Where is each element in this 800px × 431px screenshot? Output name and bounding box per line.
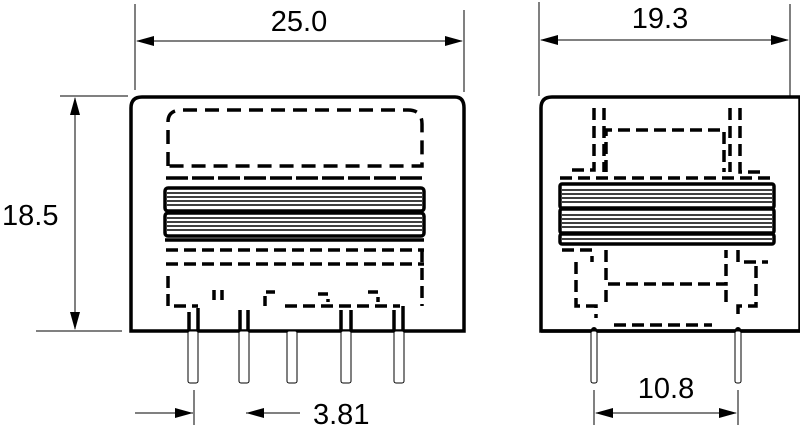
pin-body [286,330,298,384]
side-body-outline [539,95,800,333]
pin-body [590,330,598,384]
upper-winding-box [604,128,726,172]
side-core-laminations [558,182,776,246]
lower-left-bobbin-top [562,248,594,262]
lower-right-bobbin-top [736,250,768,264]
arrowhead-right [771,35,789,45]
arrowhead-left [540,35,558,45]
dimension-height-front: 18.5 [2,95,128,332]
front-view: 25.0 18.5 [2,4,466,431]
lower-winding-outline [166,250,424,308]
lower-left-terminal-outline [574,262,598,318]
arrowhead-bottom [70,312,80,330]
pin-body [187,330,199,384]
terminal-lead-outlines [212,288,380,306]
pin-body [734,330,742,384]
dimension-label-pin-spacing: 10.8 [638,373,694,405]
lower-right-terminal-outline [736,266,758,318]
arrowhead-right [445,36,463,46]
lamination-block [558,232,776,246]
dimension-width-front: 25.0 [134,4,465,92]
arrowhead-left [595,408,613,418]
arrowhead-right [719,408,737,418]
pin [187,308,200,384]
arrowhead-top [70,97,80,115]
upper-left-bobbin-edge [572,108,596,172]
side-view: 19.3 [538,2,800,425]
upper-right-bobbin-edge [738,108,766,174]
arrowhead-left [136,36,154,46]
pin-body [393,330,405,384]
dimension-pin-pitch: 3.81 [135,390,369,431]
upper-winding-outline [166,108,424,168]
pin [238,310,250,384]
arrowhead-right [175,408,193,418]
lamination-block [163,186,426,213]
dimension-label-pin-pitch: 3.81 [313,399,369,431]
pin-body [238,330,250,384]
lamination-block [163,211,426,238]
lower-winding-box [604,250,728,286]
core-laminations-lower [163,211,426,238]
side-pins [590,327,742,384]
core-laminations-upper [163,186,426,213]
pin [286,330,298,384]
dimension-pin-spacing: 10.8 [593,373,739,425]
dimension-label-height: 18.5 [2,200,58,232]
dimension-width-side: 19.3 [538,2,791,96]
arrowhead-left [246,408,264,418]
dimension-label-width: 19.3 [632,3,688,35]
dimension-label-width: 25.0 [271,6,327,38]
pin [339,310,353,384]
front-pins [187,306,405,384]
pin [392,306,405,384]
pin-body [340,330,352,384]
